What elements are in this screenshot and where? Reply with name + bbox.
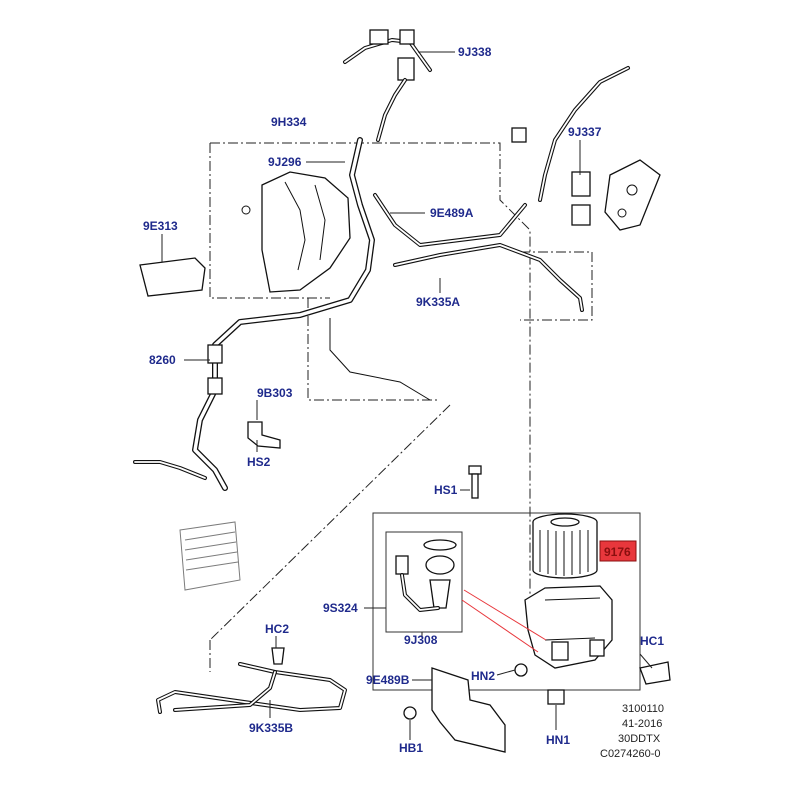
ref-line-3: 30DDTX bbox=[618, 733, 661, 745]
bolt-hb1 bbox=[403, 706, 417, 720]
clip-9b303 bbox=[247, 421, 281, 449]
callout-hs2: HS2 bbox=[247, 455, 271, 469]
plate-9e313 bbox=[139, 257, 206, 297]
clip-8260-upper bbox=[207, 344, 223, 364]
callout-9h334: 9H334 bbox=[271, 115, 307, 129]
callout-9e313: 9E313 bbox=[143, 219, 178, 233]
nut-hn2 bbox=[514, 663, 528, 677]
ref-line-1: 3100110 bbox=[622, 703, 664, 715]
fuel-cooler bbox=[179, 521, 241, 591]
group-frames bbox=[209, 142, 593, 672]
callout-hb1: HB1 bbox=[399, 741, 423, 755]
ref-line-4: C0274260-0 bbox=[600, 748, 661, 760]
nut-hn1 bbox=[547, 689, 565, 705]
filter-housing bbox=[524, 585, 613, 669]
ref-line-2: 41-2016 bbox=[622, 718, 662, 730]
fuel-lines bbox=[133, 137, 584, 491]
callout-labels: 9J338 9H334 9J337 9J296 9E489A 9E313 9K3… bbox=[143, 45, 664, 755]
leader-lines bbox=[161, 51, 653, 740]
callout-9j337: 9J337 bbox=[568, 125, 602, 139]
callout-9s324: 9S324 bbox=[323, 601, 358, 615]
callout-hs1: HS1 bbox=[434, 483, 458, 497]
callout-9j338: 9J338 bbox=[458, 45, 492, 59]
sensor-box bbox=[385, 531, 463, 633]
clip-8260-lower bbox=[207, 377, 223, 395]
callout-9j296: 9J296 bbox=[268, 155, 302, 169]
sensor-9j308 bbox=[395, 539, 457, 612]
clip-hc1 bbox=[639, 661, 671, 685]
callout-9e489a: 9E489A bbox=[430, 206, 474, 220]
callout-hc2: HC2 bbox=[265, 622, 289, 636]
callout-hn1: HN1 bbox=[546, 733, 570, 747]
clip-hc2 bbox=[271, 647, 285, 665]
bracket-9j337 bbox=[511, 66, 661, 231]
red-guide-lines bbox=[461, 589, 547, 653]
filter-element-9176 bbox=[532, 513, 598, 579]
callout-9176-highlight bbox=[599, 540, 637, 562]
callout-9e489b: 9E489B bbox=[366, 673, 410, 687]
callout-9k335a: 9K335A bbox=[416, 295, 460, 309]
heat-shield-9h334 bbox=[241, 171, 351, 293]
callout-hn2: HN2 bbox=[471, 669, 495, 683]
reference-block: 3100110 41-2016 30DDTX C0274260-0 bbox=[600, 703, 664, 760]
assembly-box bbox=[372, 512, 641, 691]
tube-9k335b bbox=[156, 662, 347, 714]
callout-9j308: 9J308 bbox=[404, 633, 438, 647]
callout-9176: 9176 bbox=[604, 545, 631, 559]
bracket-9e489b bbox=[431, 667, 506, 753]
callout-9b303: 9B303 bbox=[257, 386, 293, 400]
callout-9k335b: 9K335B bbox=[249, 721, 293, 735]
connector-9j338 bbox=[343, 29, 432, 142]
callout-hc1: HC1 bbox=[640, 634, 664, 648]
bolt-hs1 bbox=[468, 465, 482, 499]
callout-8260: 8260 bbox=[149, 353, 176, 367]
